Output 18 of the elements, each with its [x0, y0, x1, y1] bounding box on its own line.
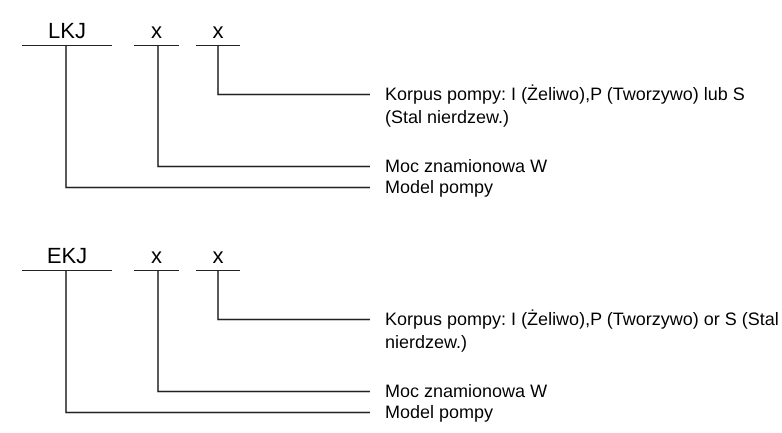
leader-line — [217, 271, 370, 320]
leader-line — [157, 46, 370, 168]
leader-line — [217, 46, 370, 96]
leader-line — [65, 46, 370, 188]
code-segment: LKJ — [22, 18, 112, 46]
code-segment: x — [196, 18, 240, 46]
description-text: Model pompy — [370, 176, 782, 199]
leader-line — [65, 271, 370, 414]
code-segment: x — [134, 243, 179, 271]
code-segment: x — [134, 18, 179, 46]
code-segment: x — [196, 243, 240, 271]
description-text: Moc znamionowa W — [370, 155, 782, 178]
code-segment: EKJ — [22, 243, 112, 271]
leader-line — [157, 271, 370, 392]
description-text: Moc znamionowa W — [370, 380, 782, 403]
description-text: Korpus pompy: I (Żeliwo),P (Tworzywo) or S (Stal nierdzew.) — [370, 308, 782, 354]
description-text: Model pompy — [370, 401, 782, 424]
description-text: Korpus pompy: I (Żeliwo),P (Tworzywo) lub S (Stal nierdzew.) — [370, 83, 782, 129]
